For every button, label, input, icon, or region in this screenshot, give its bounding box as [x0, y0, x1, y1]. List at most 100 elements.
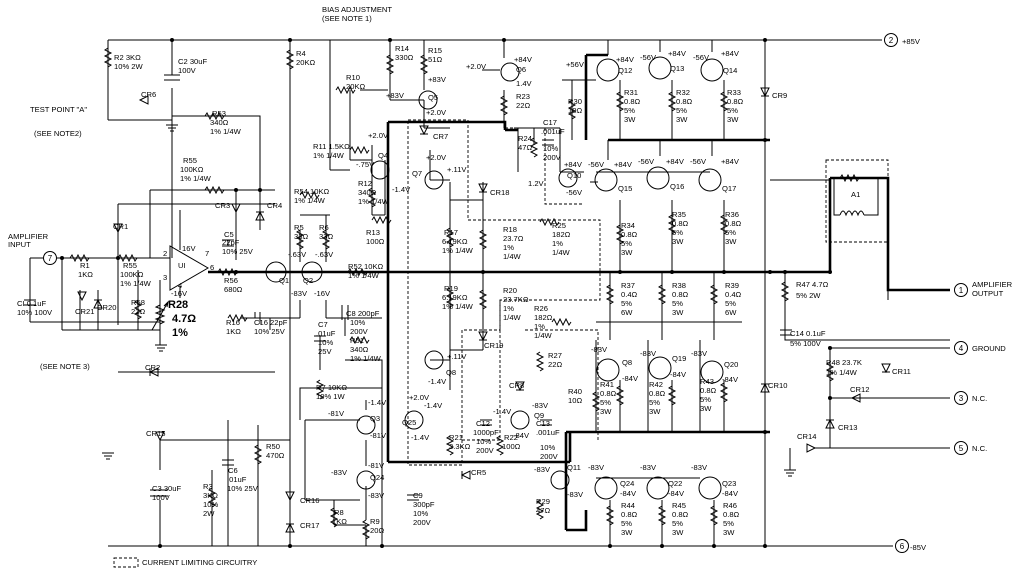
schematic-label: -85V	[910, 543, 927, 552]
schematic-label: CR7	[433, 132, 448, 141]
schematic-label: 3W	[621, 248, 633, 257]
schematic-label: +84V	[614, 160, 633, 169]
schematic-label: -84V	[620, 489, 637, 498]
schematic-label: +.11V	[447, 165, 467, 174]
schematic-label: Q19	[672, 354, 686, 363]
connector-pin-circle	[43, 251, 57, 265]
schematic-label: Q5	[428, 93, 438, 102]
schematic-label: R17	[444, 228, 458, 237]
schematic-label: R32	[676, 88, 690, 97]
schematic-label: R13	[366, 228, 380, 237]
schematic-label: 10% 100V	[17, 308, 53, 317]
schematic-label: 1.4V	[516, 79, 533, 88]
schematic-label: +83V	[386, 91, 405, 100]
schematic-label: CR4	[267, 201, 282, 210]
schematic-label: C9	[413, 491, 423, 500]
schematic-label: 1% 1/4W	[350, 354, 382, 363]
schematic-label: 340Ω	[350, 345, 369, 354]
schematic-label: 47Ω	[536, 506, 550, 515]
schematic-label: 5%	[621, 519, 632, 528]
schematic-label: R41	[600, 380, 614, 389]
schematic-label: 10%	[413, 509, 428, 518]
schematic-label: +84V	[616, 55, 635, 64]
schematic-label: -83V	[691, 349, 708, 358]
schematic-label: 5% 100V	[790, 339, 822, 348]
schematic-label: 5%	[672, 519, 683, 528]
schematic-label: 200V	[413, 518, 432, 527]
legend-swatch	[113, 557, 139, 568]
schematic-label: -1.4V	[368, 398, 387, 407]
schematic-label: R27	[548, 351, 562, 360]
schematic-label: -83V	[532, 401, 549, 410]
schematic-label: CR20	[97, 303, 116, 312]
schematic-label: R33	[727, 88, 741, 97]
schematic-label: 1KΩ	[78, 270, 93, 279]
schematic-label: CR2	[145, 363, 160, 372]
schematic-label: 1% 1/4W	[358, 197, 390, 206]
schematic-label: 3W	[649, 407, 661, 416]
schematic-label: 2W	[203, 509, 215, 518]
schematic-label: 200V	[543, 153, 562, 162]
schematic-label: BIAS ADJUSTMENT	[322, 5, 392, 14]
schematic-label: Q6	[516, 65, 526, 74]
schematic-label: 200V	[540, 452, 559, 461]
schematic-label: -83V	[640, 349, 657, 358]
schematic-label: -1.4V	[493, 407, 512, 416]
schematic-label: 300pF	[413, 500, 435, 509]
schematic-label: 23.7Ω	[503, 234, 524, 243]
schematic-label: Q13	[670, 64, 684, 73]
schematic-label: +2.0V	[368, 131, 389, 140]
schematic-label: CR14	[797, 432, 816, 441]
schematic-label: 200V	[476, 446, 495, 455]
schematic-label: Q7	[412, 169, 422, 178]
schematic-label: R15	[428, 46, 442, 55]
schematic-label: -81V	[368, 461, 385, 470]
schematic-label: 100V	[152, 493, 171, 502]
schematic-label: 10%	[350, 318, 365, 327]
schematic-label: 100Ω	[366, 237, 385, 246]
schematic-label: R58	[131, 298, 145, 307]
schematic-label: 1/4W	[534, 331, 553, 340]
schematic-label: C12	[476, 419, 490, 428]
schematic-label: R8	[334, 508, 344, 517]
r28-tolerance: 1%	[172, 327, 188, 339]
schematic-label: -1.4V	[428, 377, 447, 386]
schematic-label: 3W	[600, 407, 612, 416]
schematic-label: 10Ω	[568, 396, 582, 405]
schematic-label: 10%	[203, 500, 218, 509]
junctions	[60, 38, 832, 548]
resistors	[69, 47, 835, 540]
opamp-pin-number: 3	[163, 273, 167, 282]
schematic-label: N.C.	[972, 394, 987, 403]
schematic-label: +84V	[668, 49, 687, 58]
schematic-label: Q8	[622, 358, 632, 367]
schematic-label: 6.19KΩ	[442, 293, 468, 302]
schematic-label: -83V	[331, 468, 348, 477]
schematic-label: -84V	[722, 375, 739, 384]
schematic-label: R3	[203, 482, 213, 491]
schematic-label: 10% 1W	[316, 392, 346, 401]
schematic-label: -56V	[588, 160, 605, 169]
schematic-label: -83V	[591, 345, 608, 354]
schematic-label: 1000pF	[473, 428, 499, 437]
schematic-label: 3W	[672, 528, 684, 537]
schematic-label: R56	[224, 276, 238, 285]
schematic-label: 1% 1/4W	[294, 196, 326, 205]
schematic-label: 1%	[534, 322, 545, 331]
schematic-label: 3W	[621, 528, 633, 537]
schematic-label: R19	[444, 284, 458, 293]
schematic-label: R6	[319, 223, 329, 232]
schematic-label: -83V	[534, 465, 551, 474]
schematic-label: 0.8Ω	[672, 510, 689, 519]
schematic-label: 6.19KΩ	[442, 237, 468, 246]
schematic-label: 0.4Ω	[725, 290, 742, 299]
schematic-label: 0.8Ω	[624, 97, 641, 106]
schematic-label: R54 10KΩ	[294, 187, 330, 196]
schematic-label: R31	[624, 88, 638, 97]
schematic-label: 1/4W	[552, 248, 571, 257]
schematic-label: R9	[370, 517, 380, 526]
schematic-label: R52 10KΩ	[348, 262, 384, 271]
schematic-label: (SEE NOTE2)	[34, 129, 82, 138]
schematic-label: TEST POINT "A"	[30, 105, 87, 114]
